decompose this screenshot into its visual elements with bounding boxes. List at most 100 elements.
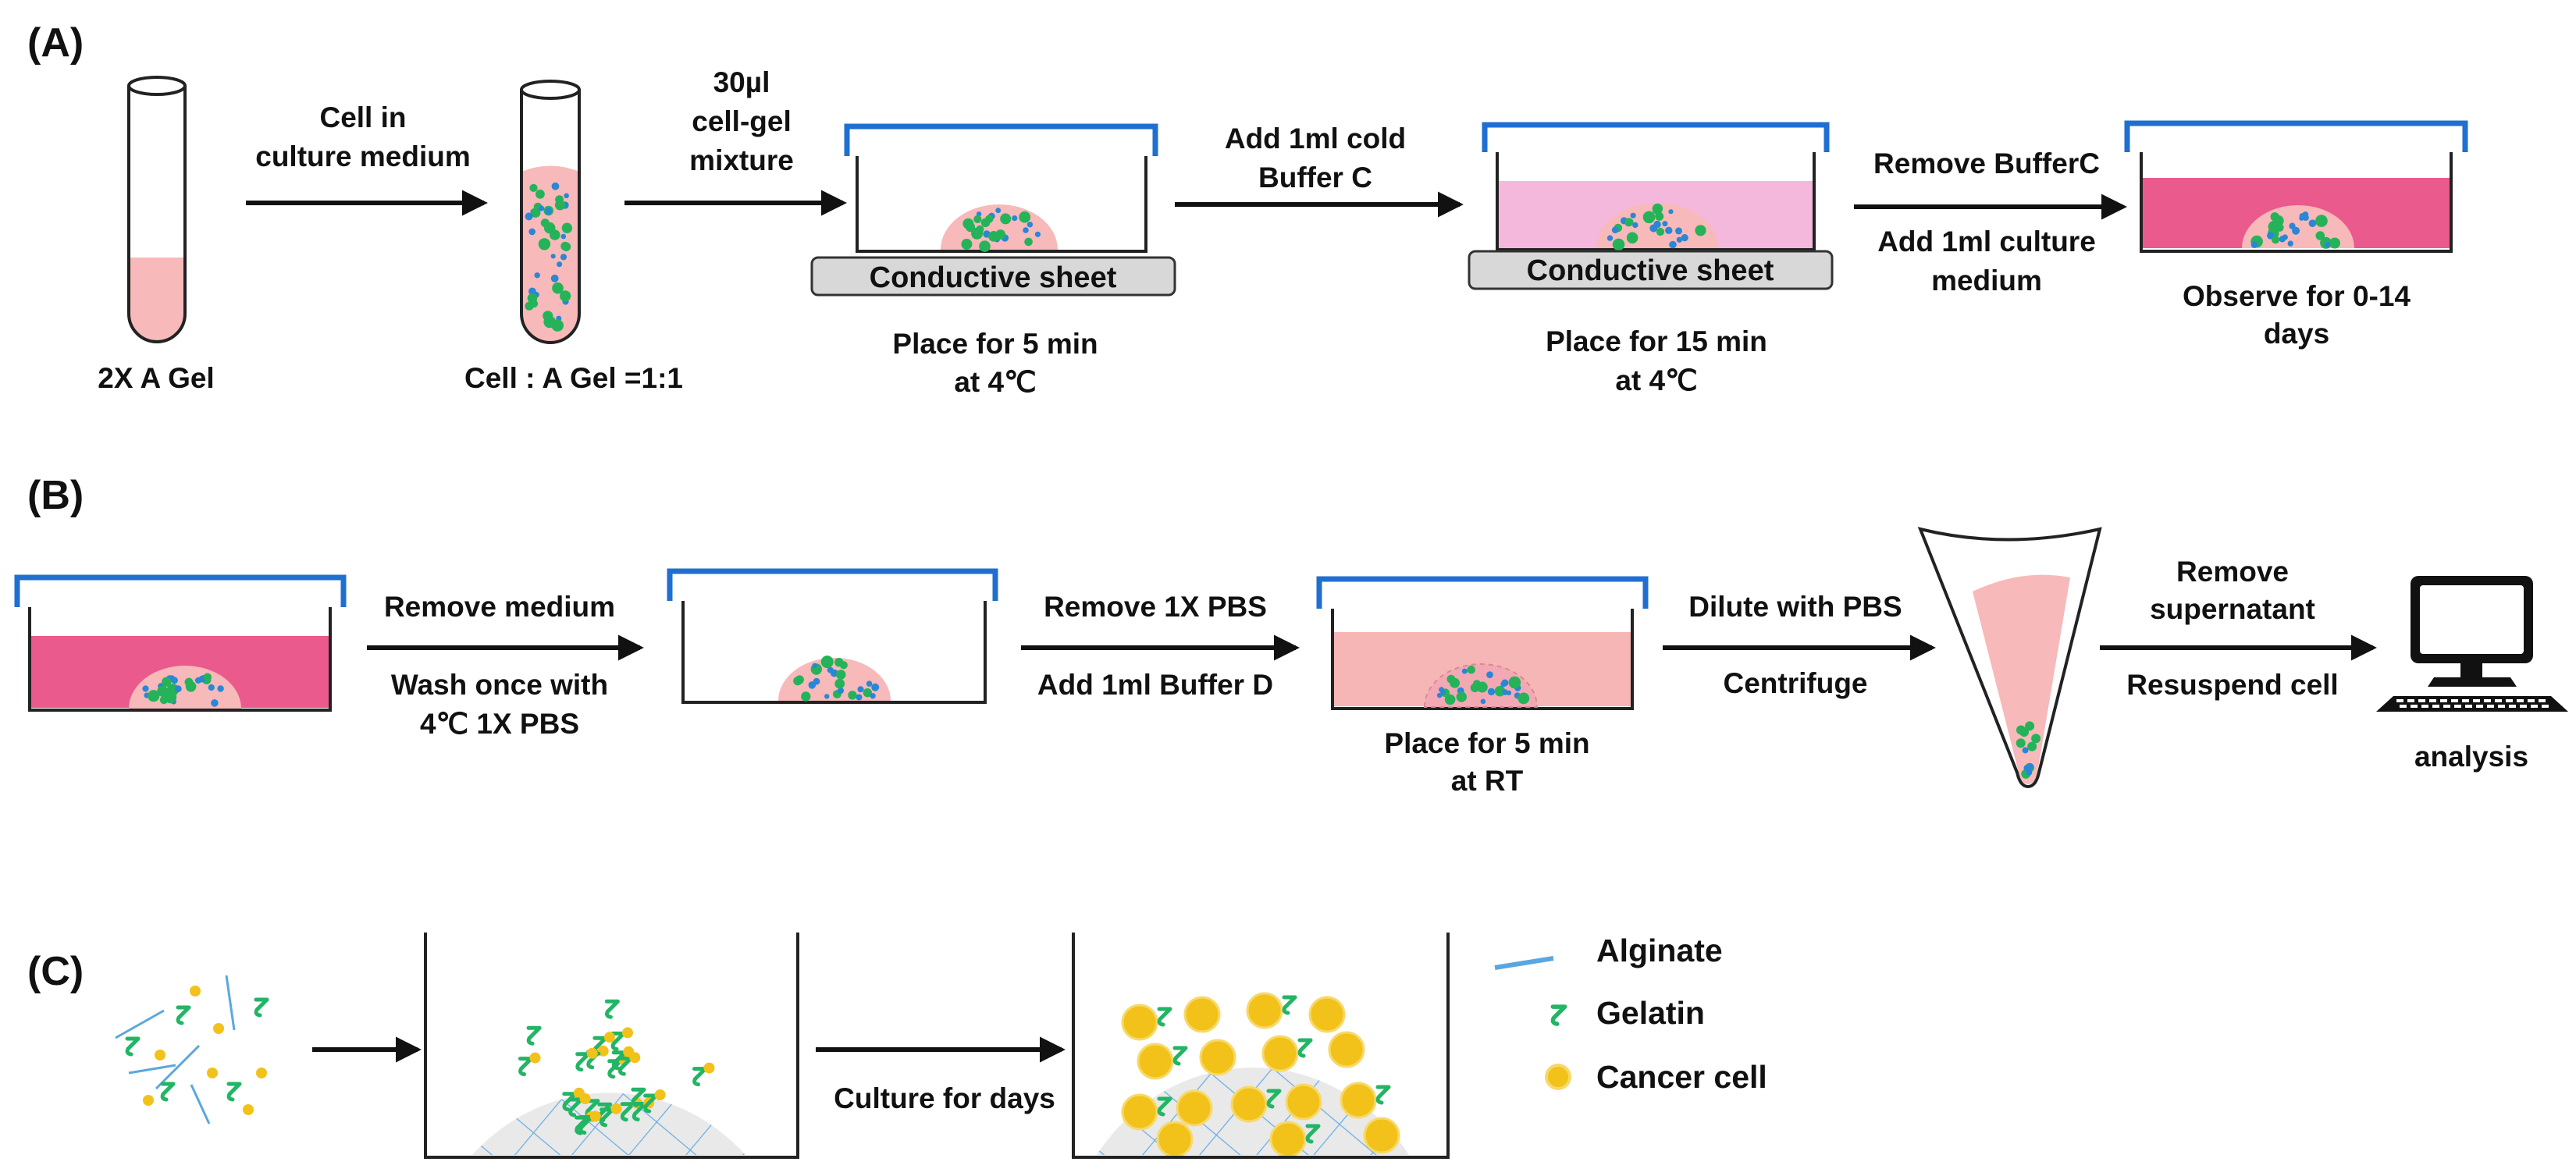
green-cell [2268, 220, 2281, 233]
gelatin-strand [578, 1054, 589, 1070]
key [2517, 699, 2524, 702]
panel-b-label: (B) [27, 473, 84, 518]
green-cell [1624, 218, 1634, 227]
arrow-a2-label-2: cell-gel [692, 105, 792, 137]
arrow-b2-top: Remove 1X PBS [1044, 591, 1267, 623]
centrifuge-tube [1917, 527, 2102, 789]
place2-line-1: Place for 15 min [1546, 325, 1767, 357]
key [2528, 699, 2535, 702]
blue-cell [812, 663, 817, 669]
arrow-b1-top: Remove medium [384, 591, 615, 623]
green-cell [185, 681, 197, 692]
blue-cell [871, 683, 880, 691]
cancer-cell [1121, 1093, 1158, 1131]
loose-components [115, 975, 267, 1124]
blue-cell [2292, 226, 2300, 235]
arrow-b4-top-2: supernatant [2150, 593, 2315, 625]
gelatin-strand [1159, 1009, 1170, 1025]
cancer-cell-small [703, 1062, 715, 1074]
legend: Alginate Gelatin Cancer cell [1494, 933, 1767, 1095]
green-cell [162, 677, 172, 687]
green-cell [560, 290, 571, 302]
blue-cell [1668, 209, 1674, 215]
key [2484, 699, 2491, 702]
tube1-label: 2X A Gel [98, 362, 214, 394]
legend-cancer-cell: Cancer cell [1596, 1059, 1767, 1095]
green-cell [540, 219, 550, 228]
key [2418, 699, 2425, 702]
key [2400, 705, 2407, 708]
arrow-b1-bottom-1: Wash once with [391, 669, 608, 701]
conductive-sheet-1-label: Conductive sheet [870, 261, 1117, 294]
blue-cell [1632, 222, 1638, 229]
green-cell [961, 238, 973, 250]
key [2432, 705, 2439, 708]
arrow-a1-label-1: Cell in [319, 101, 406, 133]
blue-cell [1487, 687, 1496, 696]
blue-cell [217, 685, 224, 692]
blue-cell [808, 681, 817, 689]
blue-cell [1486, 671, 1493, 679]
green-cell [793, 676, 802, 686]
green-cell [1456, 691, 1468, 702]
analysis-label: analysis [2414, 741, 2528, 773]
blue-cell [560, 233, 567, 240]
key [2451, 699, 2458, 702]
blue-cell [1436, 692, 1443, 698]
green-cell [554, 200, 566, 211]
green-cell [2016, 725, 2026, 735]
blue-cell [550, 254, 556, 259]
cancer-cell [1261, 1035, 1299, 1072]
green-cell [962, 218, 974, 229]
conductive-sheet-2-label: Conductive sheet [1527, 254, 1774, 287]
green-cell [203, 673, 212, 681]
key [2396, 699, 2403, 702]
blue-cell [1669, 240, 1677, 249]
blue-cell [550, 274, 559, 282]
alginate-line-icon [1494, 956, 1554, 970]
blue-cell [560, 254, 568, 261]
green-cell [1000, 213, 1012, 225]
hydrogel-dome-initial [424, 933, 799, 1159]
key [2411, 705, 2418, 708]
key [2487, 705, 2494, 708]
blue-cell [1026, 222, 1034, 228]
arrow-a1-label-2: culture medium [255, 140, 471, 172]
key [2440, 699, 2447, 702]
key [2495, 699, 2502, 702]
green-cell [2315, 215, 2328, 227]
blue-cell [545, 208, 552, 215]
cancer-cell-small [589, 1110, 601, 1122]
blue-cell [194, 677, 201, 684]
gelatin-strand [1300, 1040, 1311, 1056]
arrow-b4-bottom: Resuspend cell [2126, 669, 2338, 701]
key [2429, 699, 2436, 702]
gelatin-strand [521, 1059, 532, 1075]
key [2498, 705, 2505, 708]
green-cell [1450, 677, 1461, 688]
green-cell [1019, 211, 1031, 223]
culture-label: Culture for days [834, 1082, 1055, 1114]
green-cell [1652, 204, 1662, 215]
blue-cell [976, 211, 982, 217]
blue-cell [211, 699, 219, 707]
green-cell [535, 189, 545, 199]
arrow-a4-bottom-1: Add 1ml culture [1877, 226, 2096, 258]
blue-cell [1439, 687, 1445, 693]
blue-cell [1653, 220, 1661, 229]
green-cell [2315, 231, 2325, 240]
gelatin-strand [528, 1028, 539, 1043]
tube-2x-a-gel [127, 76, 187, 343]
green-cell [976, 225, 984, 233]
arrow-a3-label-2: Buffer C [1258, 162, 1372, 194]
green-cell [1695, 225, 1706, 236]
key [2506, 699, 2513, 702]
legend-alginate: Alginate [1596, 933, 1723, 968]
green-cell [538, 238, 551, 250]
green-cell [552, 282, 564, 294]
green-cell [848, 691, 857, 700]
green-cell [836, 670, 846, 680]
dish-b3 [1316, 576, 1649, 710]
green-cell [2270, 212, 2279, 222]
blue-cell [856, 694, 863, 701]
